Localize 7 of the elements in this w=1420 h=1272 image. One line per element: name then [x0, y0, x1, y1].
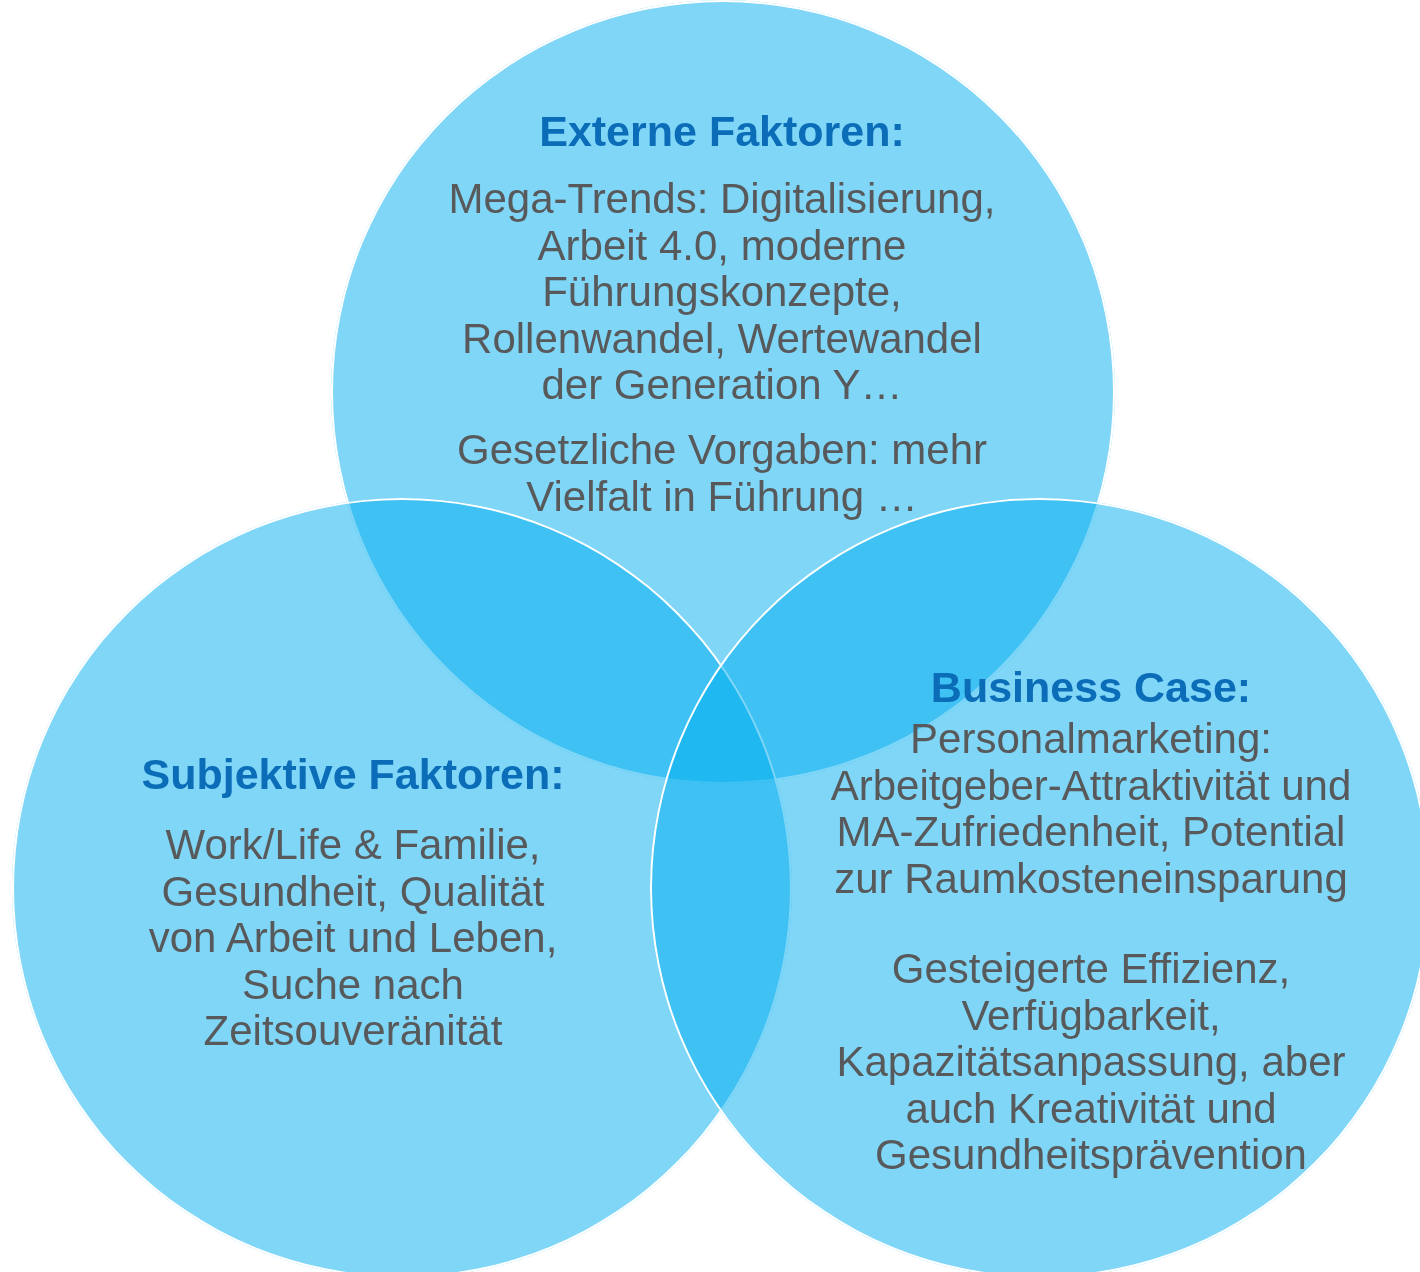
circle-heading: Subjektive Faktoren: [141, 751, 565, 798]
circle-text: Mega-Trends: Digitalisierung, Arbeit 4.0, moderne Führungskonzepte, Rollenwandel, Wertewandel der Generation Y… [447, 176, 997, 409]
circle-text: Gesetzliche Vorgaben: mehr Vielfalt in Führung … [456, 427, 988, 520]
circle-text: Gesteigerte Effizienz, Verfügbarkeit, Kapazitätsanpassung, aber auch Kreativität und Gesundheitsprävention [835, 946, 1347, 1179]
circle-text: Personalmarketing: Arbeitgeber-Attraktivität und MA-Zufriedenheit, Potential zur Raumkosteneinsparung [829, 716, 1353, 902]
circle-text: Work/Life & Familie, Gesundheit, Qualität von Arbeit und Leben, Suche nach Zeitsouveränität [147, 822, 559, 1055]
circle-heading: Externe Faktoren: [539, 108, 905, 155]
